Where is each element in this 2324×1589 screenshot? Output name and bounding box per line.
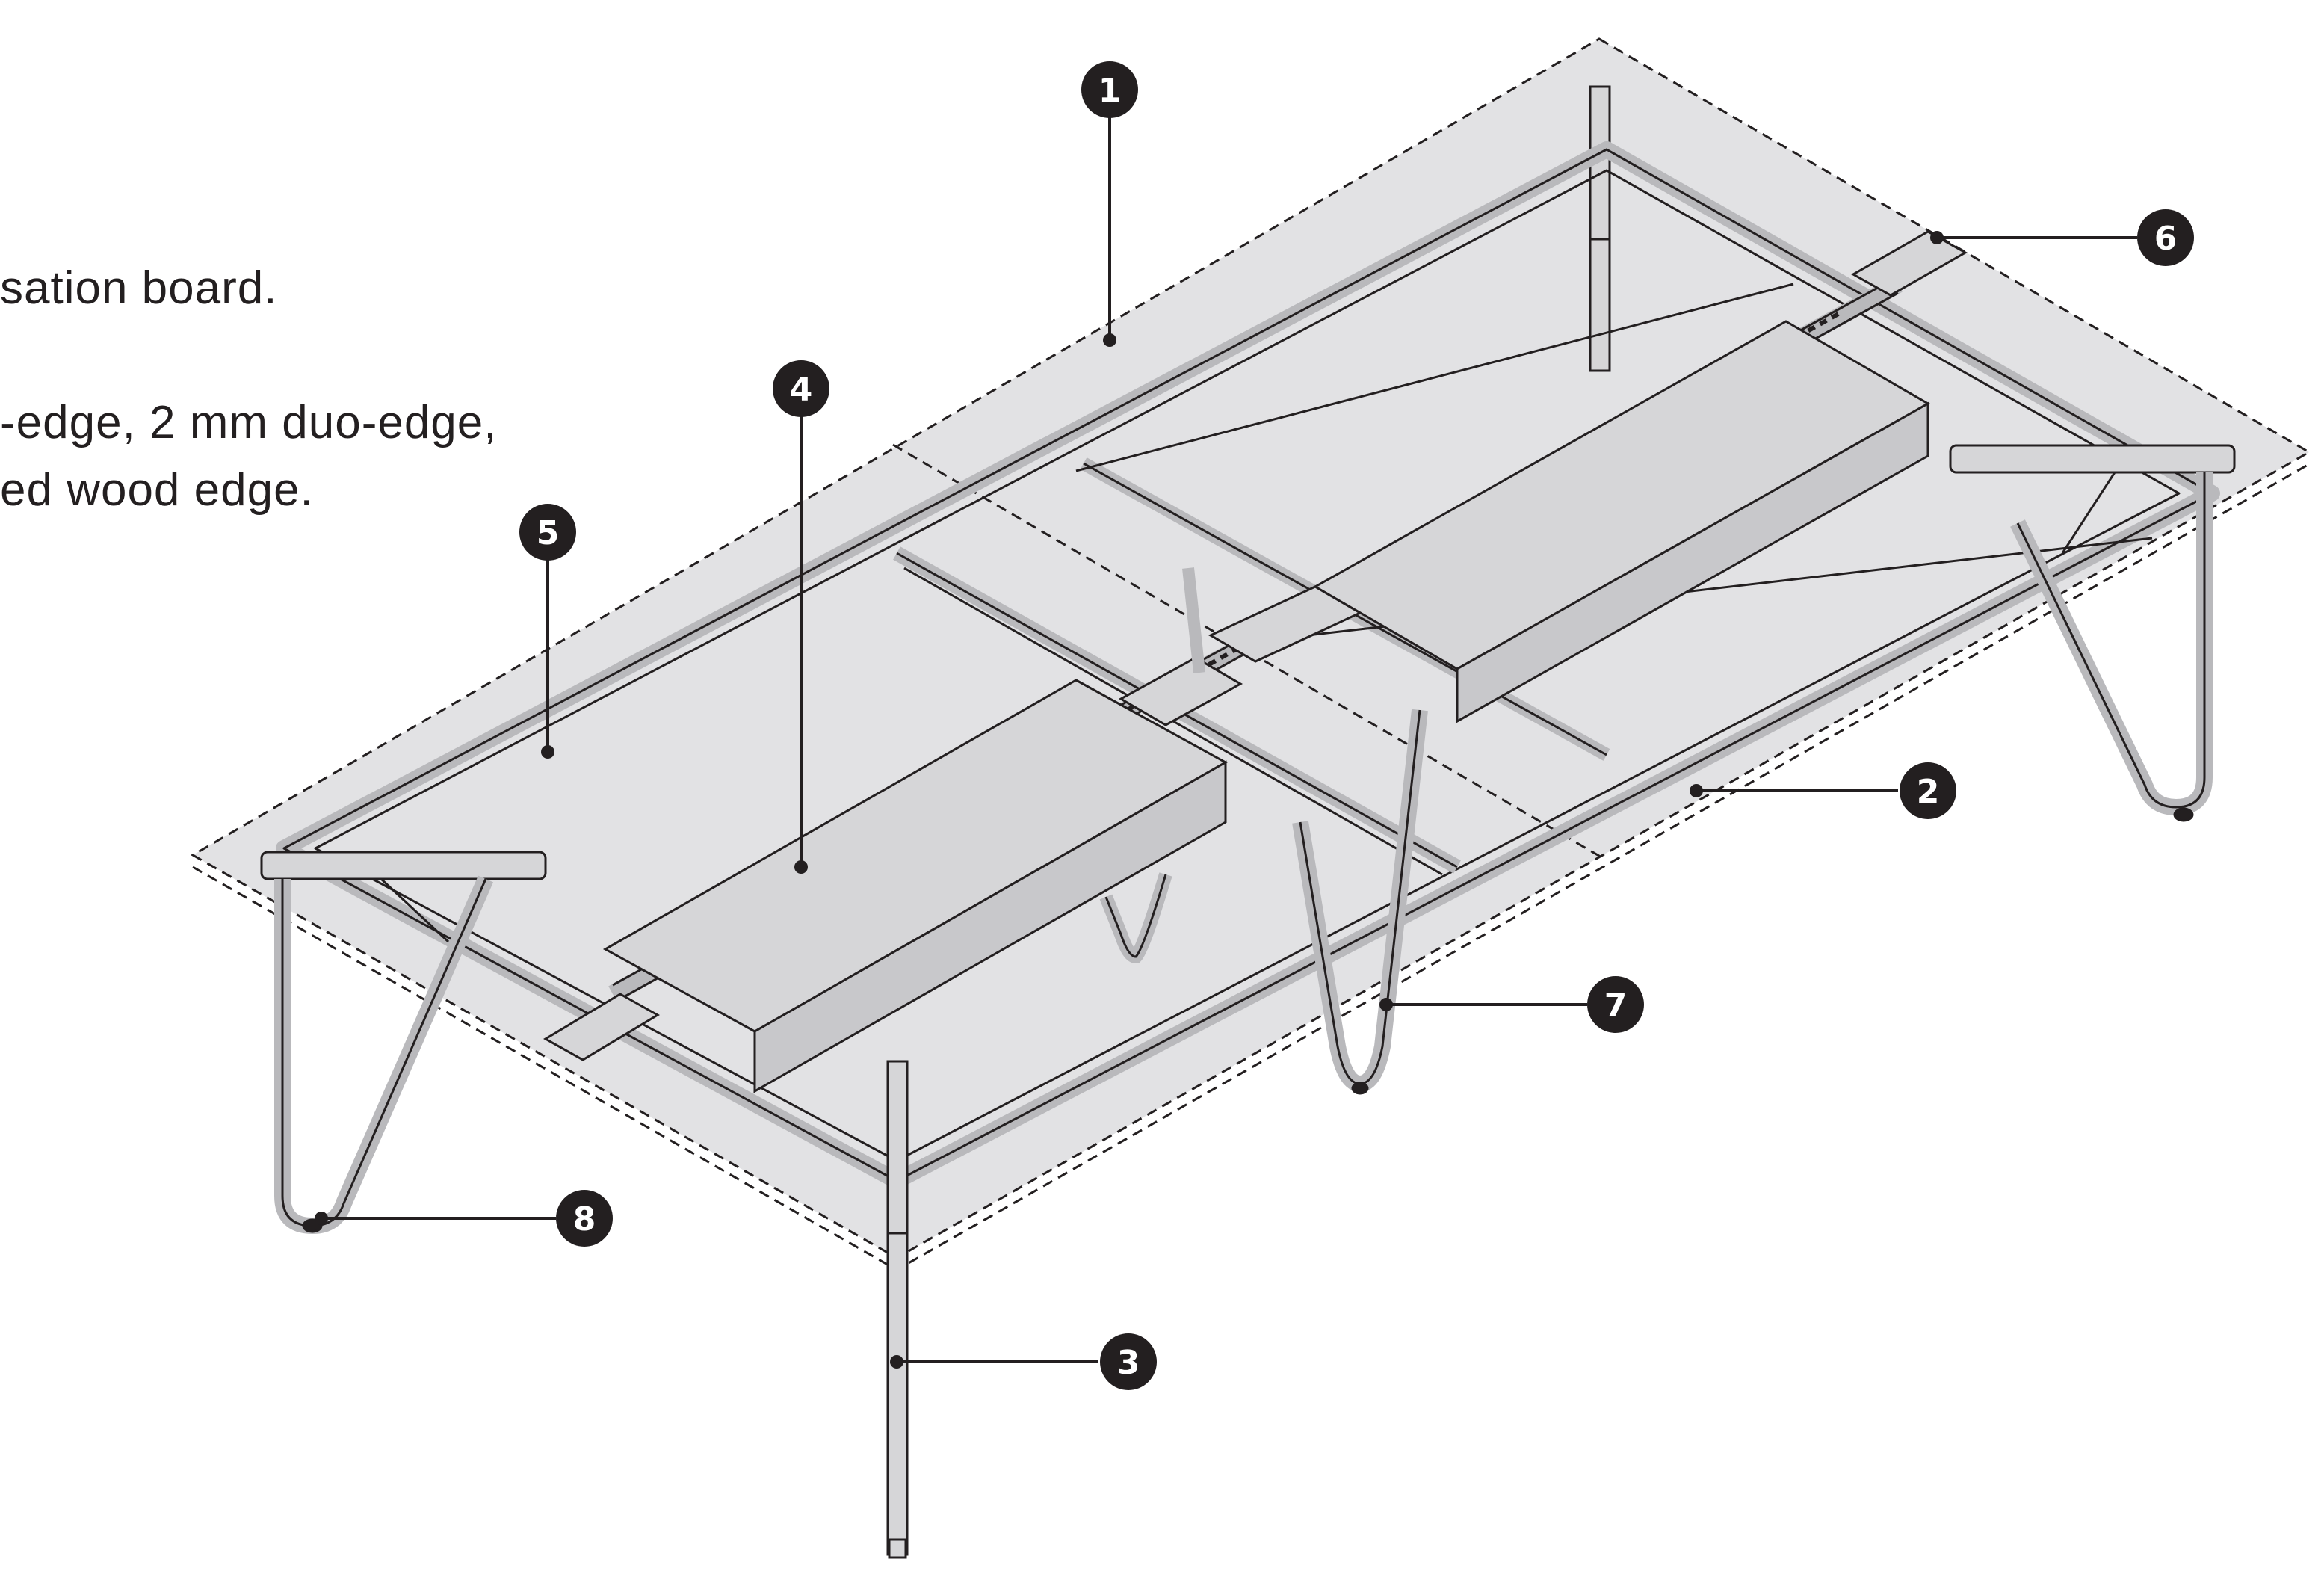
callout-8-label: 8 <box>573 1200 596 1238</box>
leg-middle-rear <box>1099 567 1205 964</box>
callout-4-label: 4 <box>790 371 813 409</box>
cable-tray-right <box>1312 320 1931 723</box>
callout-3: 3 <box>890 1333 1157 1390</box>
callout-3-label: 3 <box>1117 1344 1140 1382</box>
callout-8: 8 <box>315 1190 613 1247</box>
leg-left <box>260 851 547 1235</box>
callout-7: 7 <box>1379 976 1644 1033</box>
callout-7-label: 7 <box>1604 987 1628 1025</box>
front-leg-post <box>886 1060 909 1559</box>
leg-middle-front <box>1292 709 1428 1095</box>
callout-2-label: 2 <box>1917 773 1940 811</box>
description-line-1: sation board. <box>0 262 278 314</box>
leg-right <box>1949 444 2236 822</box>
callout-4: 4 <box>773 360 829 874</box>
rear-leg-post <box>1589 85 1611 372</box>
callout-5-label: 5 <box>537 514 560 552</box>
callout-2: 2 <box>1690 762 1956 819</box>
description-line-3: ed wood edge. <box>0 464 314 516</box>
cable-tray-left <box>602 679 1229 1093</box>
callout-5: 5 <box>519 504 576 759</box>
callout-6: 6 <box>1930 209 2194 266</box>
description-line-2: -edge, 2 mm duo-edge, <box>0 397 498 448</box>
callout-6-label: 6 <box>2154 220 2178 258</box>
connector-plates <box>543 230 1968 1061</box>
callout-1-label: 1 <box>1098 72 1122 110</box>
callout-1: 1 <box>1081 61 1138 347</box>
